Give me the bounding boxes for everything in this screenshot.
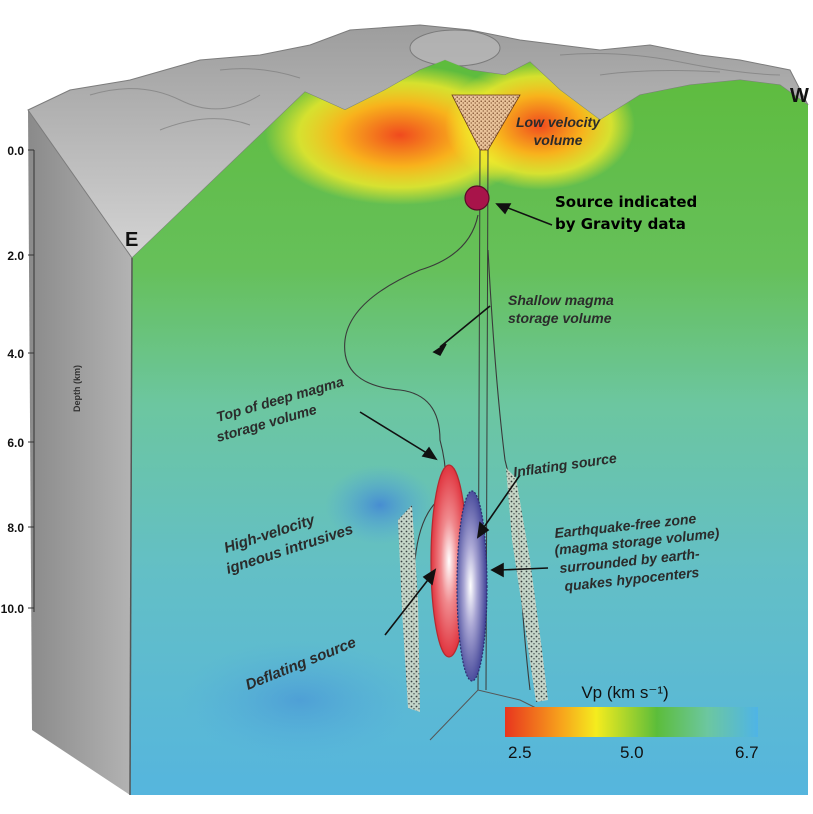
svg-text:storage volume: storage volume (508, 310, 612, 326)
colorbar-gradient (505, 707, 758, 737)
depth-tick-4: 4.0 (7, 347, 24, 361)
magma-storage-outline (344, 214, 479, 496)
colorbar-title: Vp (km s⁻¹) (581, 683, 668, 702)
svg-text:Low velocity: Low velocity (516, 114, 601, 130)
depth-tick-8: 8.0 (7, 521, 24, 535)
hypocenter-band-right (506, 468, 548, 702)
block-left-side (28, 110, 132, 795)
depth-tick-0: 0.0 (7, 144, 24, 158)
block-front-edge (129, 257, 133, 796)
gravity-source-marker (464, 185, 490, 211)
svg-text:by Gravity data: by Gravity data (555, 215, 686, 233)
west-label: W (790, 85, 809, 107)
east-label: E (125, 229, 138, 251)
hypocenter-band-left (398, 505, 420, 712)
colorbar-tick-mid: 5.0 (620, 743, 644, 762)
colorbar-tick-min: 2.5 (508, 743, 532, 762)
inflating-source (456, 490, 488, 682)
depth-axis: 0.0 2.0 4.0 6.0 8.0 10.0 Depth (km) (1, 144, 82, 616)
label-gravity-source: Source indicated by Gravity data (555, 193, 697, 233)
colorbar: Vp (km s⁻¹) 2.5 5.0 6.7 (505, 683, 759, 762)
depth-axis-label: Depth (km) (72, 365, 82, 412)
label-shallow-magma: Shallow magma storage volume (508, 292, 614, 326)
colorbar-tick-max: 6.7 (735, 743, 759, 762)
depth-tick-2: 2.0 (7, 249, 24, 263)
svg-text:volume: volume (533, 132, 582, 148)
annotation-arrows (359, 203, 553, 636)
label-low-velocity: Low velocity volume (516, 114, 601, 148)
svg-text:Shallow magma: Shallow magma (508, 292, 614, 308)
depth-tick-6: 6.0 (7, 436, 24, 450)
svg-text:Source indicated: Source indicated (555, 193, 697, 211)
depth-tick-10: 10.0 (1, 602, 25, 616)
